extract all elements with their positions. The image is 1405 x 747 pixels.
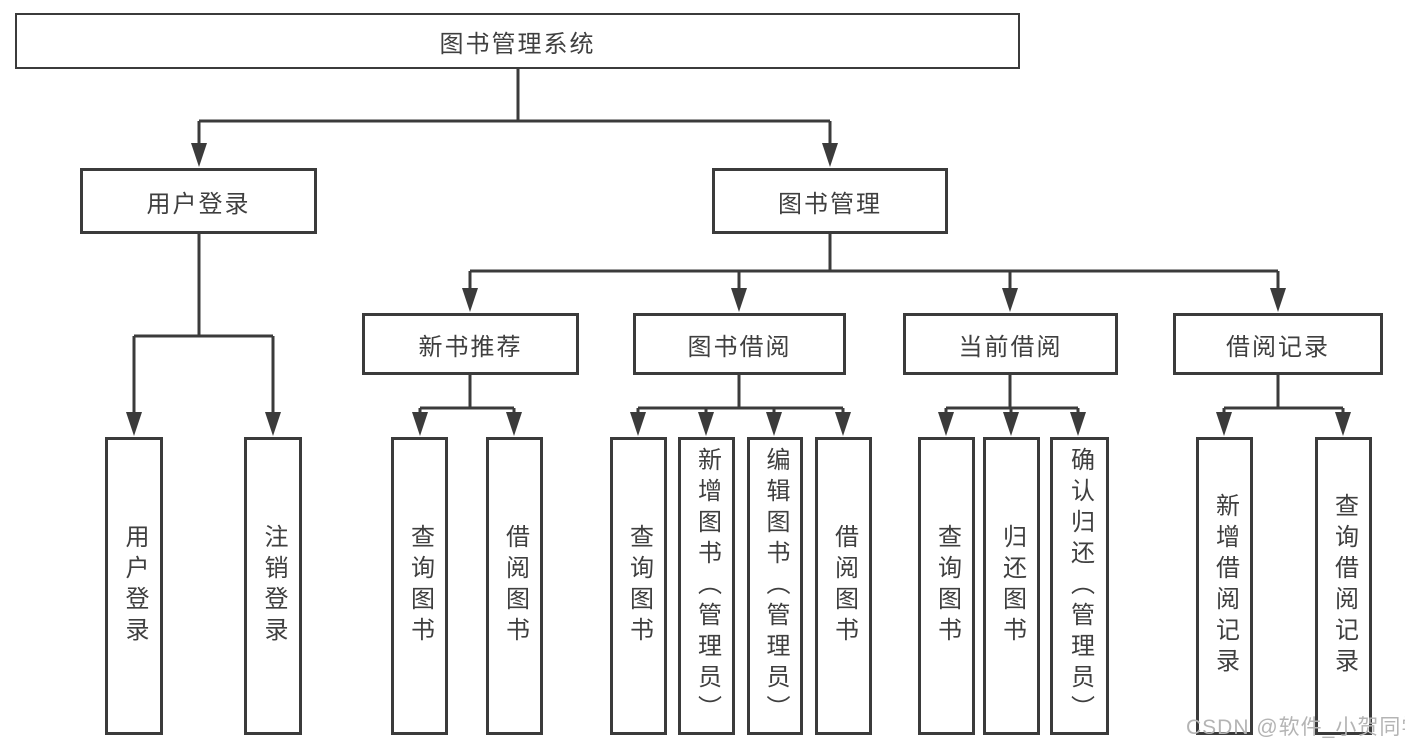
node-label: 查询图书 <box>406 524 434 648</box>
node-leaf-user-login: 用户登录 <box>105 437 163 735</box>
node-leaf-add-books-admin: 新增图书（管理员） <box>678 437 735 735</box>
node-label: 新书推荐 <box>418 333 523 361</box>
node-label: 用户登录 <box>146 190 251 218</box>
node-book-management: 图书管理 <box>712 168 948 234</box>
node-leaf-edit-books-admin: 编辑图书（管理员） <box>747 437 803 735</box>
node-leaf-confirm-return-admin: 确认归还（管理员） <box>1050 437 1109 735</box>
node-leaf-query-books-current: 查询图书 <box>918 437 975 735</box>
node-leaf-query-books-rec: 查询图书 <box>391 437 448 735</box>
node-label: 用户登录 <box>121 524 148 648</box>
node-label: 图书管理 <box>778 190 882 218</box>
node-leaf-add-borrow-record: 新增借阅记录 <box>1196 437 1253 735</box>
node-leaf-borrow-books: 借阅图书 <box>815 437 872 735</box>
node-label: 归还图书 <box>998 524 1026 648</box>
node-label: 借阅图书 <box>501 524 529 648</box>
node-label: 查询图书 <box>933 524 961 648</box>
node-label: 查询图书 <box>625 524 653 648</box>
node-label: 编辑图书（管理员） <box>762 446 789 726</box>
node-leaf-borrow-books-rec: 借阅图书 <box>486 437 543 735</box>
node-book-borrowing: 图书借阅 <box>633 313 846 375</box>
node-library-management-system: 图书管理系统 <box>15 13 1020 69</box>
node-label: 借阅记录 <box>1226 333 1330 361</box>
node-label: 图书管理系统 <box>439 30 596 58</box>
node-label: 注销登录 <box>260 524 287 648</box>
node-label: 借阅图书 <box>830 524 858 648</box>
node-label: 新增图书（管理员） <box>693 446 721 726</box>
node-leaf-logout: 注销登录 <box>244 437 302 735</box>
node-label: 新增借阅记录 <box>1211 493 1239 679</box>
arrowheads <box>126 143 1351 436</box>
node-current-borrowing: 当前借阅 <box>903 313 1118 375</box>
node-borrowing-records: 借阅记录 <box>1173 313 1383 375</box>
node-label: 查询借阅记录 <box>1330 493 1358 679</box>
node-label: 当前借阅 <box>958 333 1063 361</box>
node-leaf-return-books: 归还图书 <box>983 437 1040 735</box>
node-leaf-query-borrow-record: 查询借阅记录 <box>1315 437 1372 735</box>
node-user-login: 用户登录 <box>80 168 317 234</box>
node-leaf-query-books-borrow: 查询图书 <box>610 437 667 735</box>
node-new-book-recommendation: 新书推荐 <box>362 313 579 375</box>
node-label: 确认归还（管理员） <box>1066 446 1094 726</box>
node-label: 图书借阅 <box>687 333 792 361</box>
watermark: CSDN @软件_小贺同学 <box>1186 716 1405 739</box>
